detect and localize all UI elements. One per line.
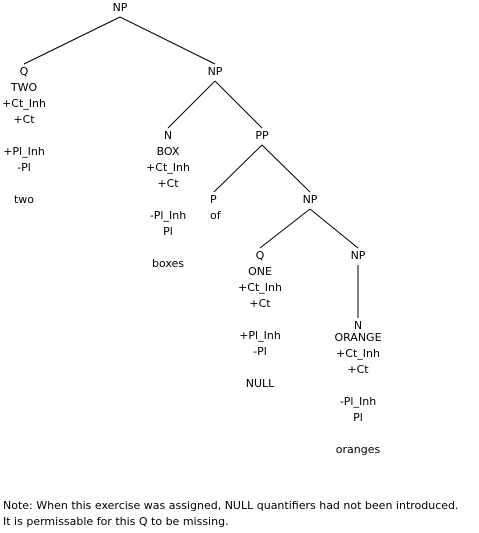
node-n-orange-word: ORANGE xyxy=(334,331,382,344)
node-n-orange-feature-1: +Ct_Inh xyxy=(336,347,380,360)
node-n-box-gloss: boxes xyxy=(151,257,185,270)
footnote-line-1: Note: When this exercise was assigned, N… xyxy=(3,499,459,512)
node-q-one-cat: Q xyxy=(255,249,265,262)
branch-np2-np xyxy=(309,208,359,249)
node-q-two-feature-1: +Ct_Inh xyxy=(2,97,46,110)
node-pp: PP xyxy=(255,129,269,142)
node-q-two-feature-4: -Pl xyxy=(17,161,31,174)
node-q-one-word: ONE xyxy=(248,265,272,278)
node-np-2: NP xyxy=(302,193,318,206)
node-n-box-feature-2: +Ct xyxy=(157,177,179,190)
branch-np1-pp xyxy=(214,80,263,129)
branch-pp-p xyxy=(213,144,263,193)
node-q-two-word: TWO xyxy=(10,81,38,94)
node-n-orange-feature-4: Pl xyxy=(353,411,363,424)
node-n-box-feature-3: -Pl_Inh xyxy=(149,209,187,222)
node-n-orange-feature-2: +Ct xyxy=(347,363,369,376)
node-q-one-feature-1: +Ct_Inh xyxy=(238,281,282,294)
node-q-one-feature-4: -Pl xyxy=(253,345,267,358)
node-np-1: NP xyxy=(207,65,223,78)
footnote: Note: When this exercise was assigned, N… xyxy=(3,498,459,530)
node-np-root: NP xyxy=(112,1,128,14)
node-np-3: NP xyxy=(350,249,366,262)
node-n-orange-cat: N xyxy=(353,319,363,332)
branch-pp-np xyxy=(261,144,311,193)
node-q-two-feature-3: +Pl_Inh xyxy=(3,145,45,158)
node-q-one-gloss: NULL xyxy=(245,377,275,390)
node-q-one-feature-3: +Pl_Inh xyxy=(239,329,281,342)
node-p-of-gloss: of xyxy=(210,209,221,222)
node-q-two-cat: Q xyxy=(19,65,29,78)
branch-root-q xyxy=(23,16,121,65)
node-q-one-feature-2: +Ct xyxy=(249,297,271,310)
node-n-orange-gloss: oranges xyxy=(335,443,381,456)
node-n-box-word: BOX xyxy=(156,145,180,158)
node-p-of-cat: P xyxy=(210,193,217,206)
node-n-box-feature-4: Pl xyxy=(163,225,173,238)
node-n-orange-feature-3: -Pl_Inh xyxy=(339,395,377,408)
node-n-box-cat: N xyxy=(163,129,173,142)
branch-np2-q xyxy=(259,208,311,249)
branch-root-np xyxy=(119,16,216,65)
node-q-two-gloss: two xyxy=(13,193,35,206)
node-q-two-feature-2: +Ct xyxy=(13,113,35,126)
branch-np1-n xyxy=(167,80,216,129)
footnote-line-2: It is permissable for this Q to be missi… xyxy=(3,515,229,528)
node-n-box-feature-1: +Ct_Inh xyxy=(146,161,190,174)
